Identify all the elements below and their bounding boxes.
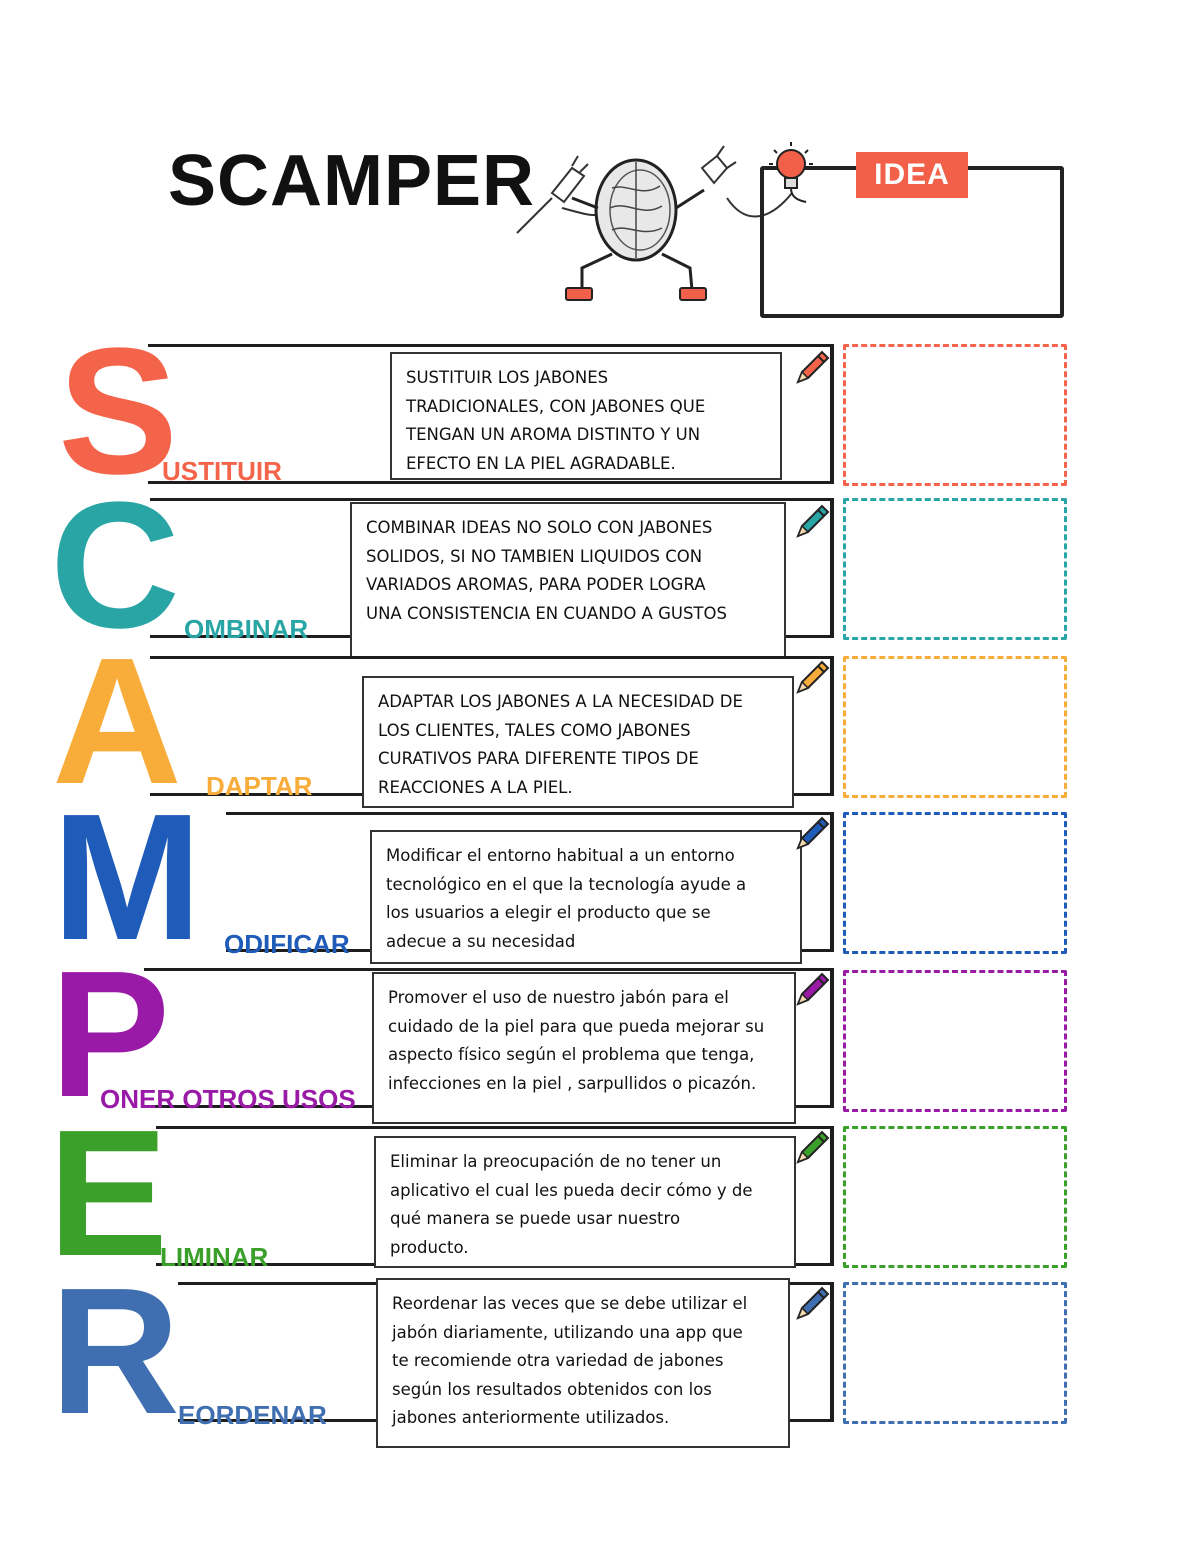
pencil-icon bbox=[796, 1130, 830, 1164]
idea-dashed-box[interactable] bbox=[843, 812, 1067, 954]
description-textbox[interactable]: COMBINAR IDEAS NO SOLO CON JABONES SOLID… bbox=[350, 502, 786, 658]
scamper-letter-s: S bbox=[58, 311, 179, 512]
scamper-word: ODIFICAR bbox=[224, 929, 350, 959]
scamper-word: USTITUIR bbox=[162, 456, 282, 486]
scamper-word: LIMINAR bbox=[160, 1242, 269, 1272]
description-textbox[interactable]: SUSTITUIR LOS JABONES TRADICIONALES, CON… bbox=[390, 352, 782, 480]
idea-dashed-box[interactable] bbox=[843, 656, 1067, 798]
idea-dashed-box[interactable] bbox=[843, 344, 1067, 486]
scamper-letter-c: C bbox=[50, 465, 180, 666]
idea-label: IDEA bbox=[856, 152, 968, 198]
scamper-word: EORDENAR bbox=[178, 1400, 327, 1430]
pencil-icon bbox=[796, 350, 830, 384]
scamper-letter-p: P bbox=[50, 934, 171, 1135]
idea-dashed-box[interactable] bbox=[843, 1126, 1067, 1268]
scamper-letter-r: R bbox=[50, 1251, 180, 1452]
scamper-word: ONER OTROS USOS bbox=[100, 1084, 356, 1114]
description-textbox[interactable]: Modificar el entorno habitual a un entor… bbox=[370, 830, 802, 964]
pencil-icon bbox=[796, 972, 830, 1006]
row-frame bbox=[148, 344, 834, 484]
brain-character-illustration bbox=[516, 145, 793, 301]
idea-dashed-box[interactable] bbox=[843, 970, 1067, 1112]
scamper-letter-m: M bbox=[52, 777, 202, 978]
page-title: SCAMPER bbox=[168, 141, 536, 221]
lightbulb-icon bbox=[769, 142, 813, 203]
pencil-icon bbox=[796, 816, 830, 850]
pencil-icon bbox=[796, 504, 830, 538]
pencil-icon bbox=[796, 1286, 830, 1320]
description-textbox[interactable]: Reordenar las veces que se debe utilizar… bbox=[376, 1278, 790, 1448]
idea-dashed-box[interactable] bbox=[843, 498, 1067, 640]
pencil-icon bbox=[796, 660, 830, 694]
idea-dashed-box[interactable] bbox=[843, 1282, 1067, 1424]
description-textbox[interactable]: ADAPTAR LOS JABONES A LA NECESIDAD DE LO… bbox=[362, 676, 794, 808]
scamper-letter-a: A bbox=[52, 621, 182, 822]
scamper-letter-e: E bbox=[48, 1093, 169, 1294]
description-textbox[interactable]: Eliminar la preocupación de no tener un … bbox=[374, 1136, 796, 1268]
scamper-word: DAPTAR bbox=[206, 771, 313, 801]
scamper-word: OMBINAR bbox=[184, 614, 309, 644]
description-textbox[interactable]: Promover el uso de nuestro jabón para el… bbox=[372, 972, 796, 1124]
